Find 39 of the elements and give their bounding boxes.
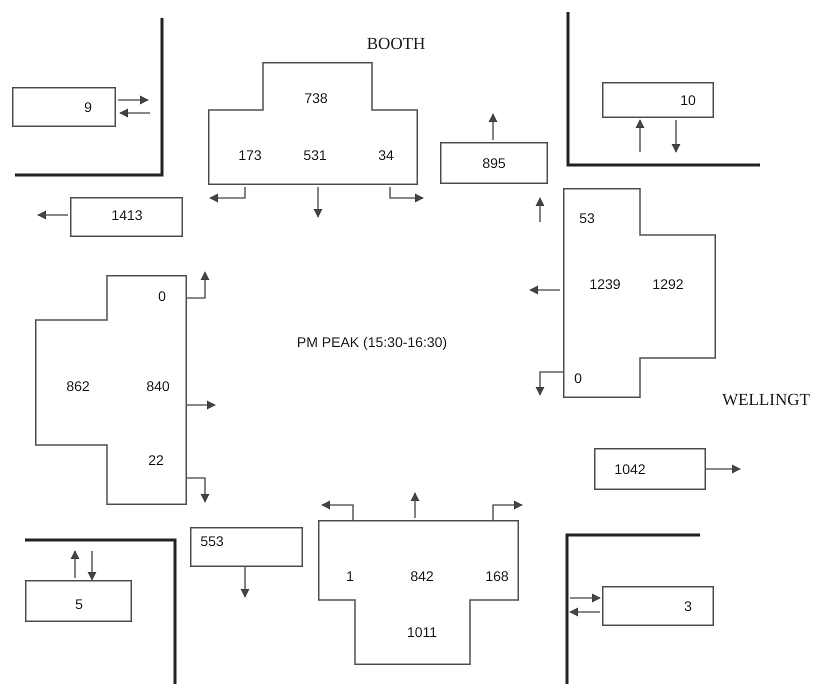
count-box (602, 82, 714, 118)
traffic-count: 173 (238, 147, 262, 163)
traffic-count: 1042 (614, 461, 646, 477)
count-box (594, 448, 706, 490)
count-box (440, 142, 548, 184)
traffic-count: 53 (579, 210, 595, 226)
traffic-count: 0 (574, 370, 582, 386)
traffic-count: 3 (684, 598, 692, 614)
traffic-count: 862 (66, 378, 90, 394)
traffic-count: 1413 (111, 207, 143, 223)
approach-count-box (208, 62, 418, 185)
approach-count-box (318, 520, 519, 665)
street-name: BOOTH (366, 34, 426, 54)
count-box (602, 586, 714, 626)
count-box (70, 197, 183, 237)
traffic-count: 0 (158, 288, 166, 304)
traffic-count: 1 (346, 568, 354, 584)
traffic-count: 895 (482, 155, 506, 171)
count-box (25, 580, 132, 622)
traffic-count: 553 (200, 533, 224, 549)
traffic-count: 168 (485, 568, 509, 584)
traffic-count: 1239 (589, 276, 621, 292)
traffic-count: 5 (75, 596, 83, 612)
traffic-count: 1292 (652, 276, 684, 292)
approach-count-box (35, 275, 187, 505)
traffic-count: 738 (304, 90, 328, 106)
traffic-count: 10 (680, 92, 696, 108)
traffic-count: 842 (410, 568, 434, 584)
traffic-count: 34 (378, 147, 394, 163)
period-title: PM PEAK (15:30-16:30) (296, 334, 448, 350)
count-box (190, 527, 303, 567)
traffic-count: 840 (146, 378, 170, 394)
count-box (12, 87, 116, 127)
street-name: WELLINGT (722, 390, 810, 410)
traffic-count: 22 (148, 452, 164, 468)
approach-count-box (563, 188, 716, 398)
traffic-count: 9 (84, 99, 92, 115)
traffic-count: 531 (303, 147, 327, 163)
traffic-count: 1011 (406, 624, 438, 640)
